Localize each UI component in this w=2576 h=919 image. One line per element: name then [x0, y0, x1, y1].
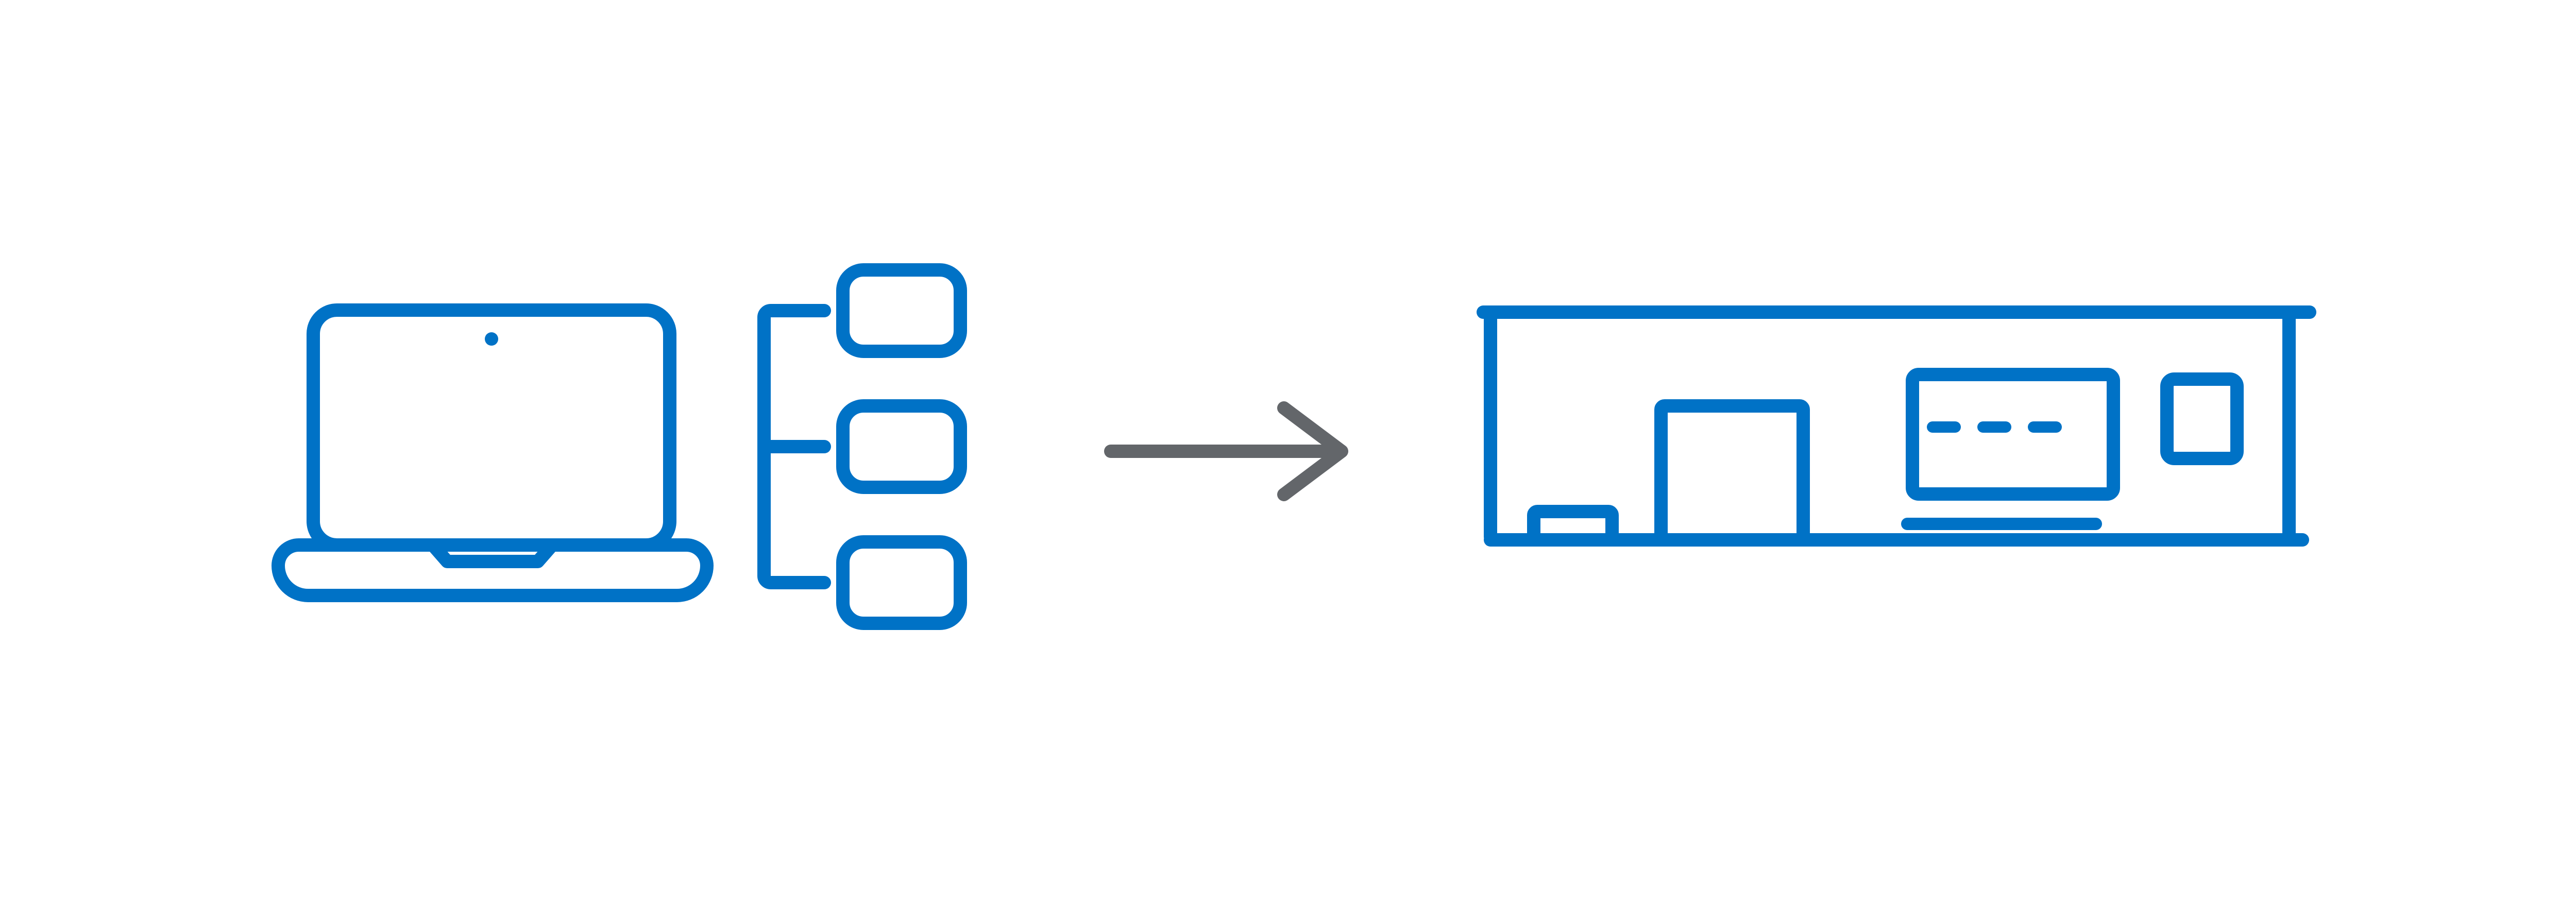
building-control-panel: [1906, 368, 2120, 501]
laptop-icon: [272, 303, 714, 602]
laptop-screen: [307, 303, 676, 552]
panel-underline-bar: [1901, 518, 2102, 530]
panel-dash-1-icon: [1927, 421, 1961, 433]
building-small-block: [1527, 505, 1619, 547]
panel-dash-3-icon: [2028, 421, 2062, 433]
panel-dash-2-icon: [1977, 421, 2011, 433]
building-tall-block: [1654, 399, 1810, 547]
arrow-head: [1277, 401, 1348, 501]
hierarchy-node-2[interactable]: [836, 399, 967, 494]
hierarchy-node-3[interactable]: [836, 535, 967, 630]
laptop-base: [272, 538, 714, 602]
hierarchy-tree-icon: [757, 263, 967, 630]
factory-building-icon: [1477, 305, 2316, 547]
laptop-camera-icon: [485, 332, 498, 346]
hierarchy-node-1[interactable]: [836, 263, 967, 358]
building-side-window: [2160, 372, 2244, 465]
arrow-right-icon: [1104, 401, 1348, 501]
